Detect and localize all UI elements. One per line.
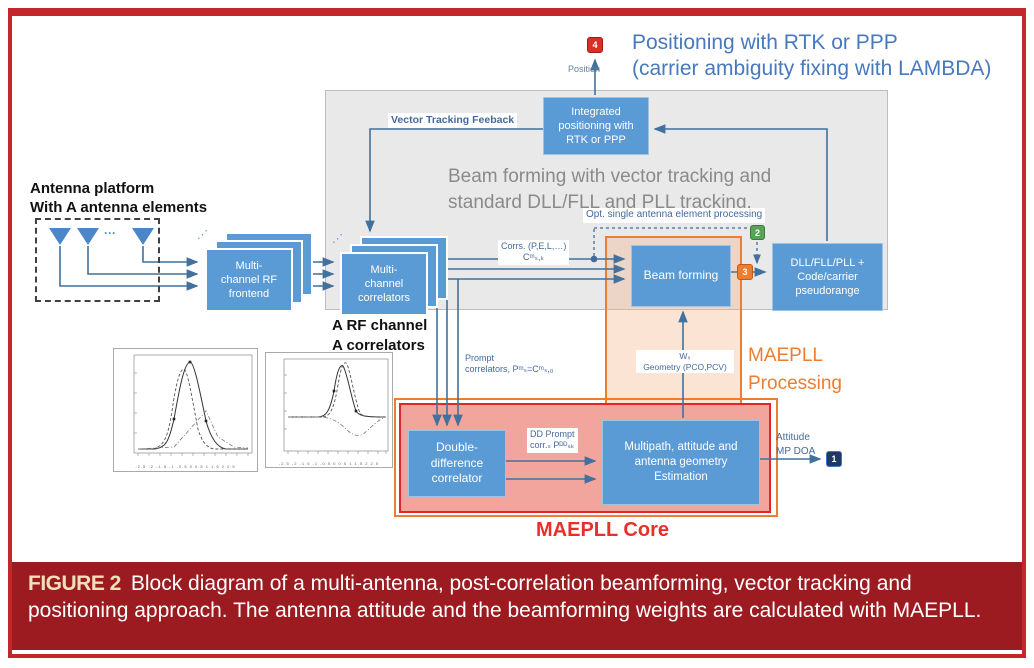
prompt-correlators-label: Prompt correlators, Pᵐₛ=Cᵐₛ,₀ bbox=[462, 352, 557, 377]
plot-left-x-ticks: -2.5 -2 -1.5 -1 -0.5 0 0.5 1 1.5 2 2.5 bbox=[135, 464, 236, 469]
integrated-positioning-block: Integrated positioning with RTK or PPP bbox=[543, 97, 649, 155]
maepll-core-label: MAEPLL Core bbox=[536, 519, 669, 541]
dd-prompt-label: DD Prompt corr.ₛ Pᴰᴰₛₖ bbox=[527, 428, 578, 453]
antenna-ellipsis: ··· bbox=[104, 226, 116, 240]
figure-title: Positioning with RTK or PPP (carrier amb… bbox=[632, 31, 992, 81]
junction-dot bbox=[590, 255, 598, 263]
figure-top-bar bbox=[8, 8, 1026, 16]
rf-frontend-stack-dots: ⋰ bbox=[197, 229, 208, 241]
maepll-processing-outline bbox=[394, 398, 778, 517]
badge-1: 1 bbox=[826, 451, 842, 467]
correlation-plot-right: -2.5 -2 -1.5 -1 -0.5 0 0.5 1 1.5 2 2.5 bbox=[265, 352, 393, 468]
antenna-platform-label: Antenna platform With A antenna elements bbox=[30, 180, 208, 216]
attitude-mp-doa-label: Attitude MP DOA bbox=[776, 432, 816, 457]
rf-frontend-block: Multi- channel RF frontend bbox=[205, 248, 293, 312]
multipath-estimation-block: Multipath, attitude and antenna geometry… bbox=[602, 420, 760, 505]
dll-fll-pll-block: DLL/FLL/PLL + Code/carrier pseudorange bbox=[772, 243, 883, 311]
correlation-plot-right-canvas bbox=[283, 358, 389, 454]
corrs-label: Corrs. (P,E,L,…) Cᵐₛ,ₖ bbox=[498, 240, 570, 265]
badge-2: 2 bbox=[750, 225, 765, 240]
maepll-processing-label: MAEPLL Processing bbox=[748, 345, 842, 394]
correlators-stack-dots: ⋰ bbox=[332, 233, 343, 245]
correlators-block: Multi- channel correlators bbox=[340, 252, 428, 316]
caption-tag: FIGURE 2 bbox=[28, 572, 121, 595]
line-antenna3 bbox=[142, 246, 199, 267]
antenna-platform-box bbox=[35, 218, 160, 302]
antenna-icon-3 bbox=[132, 228, 154, 245]
correlation-plot-left: -2.5 -2 -1.5 -1 -0.5 0 0.5 1 1.5 2 2.5 bbox=[113, 348, 258, 472]
double-difference-block: Double- difference correlator bbox=[408, 430, 506, 497]
badge-3: 3 bbox=[737, 264, 753, 280]
line-dll-to-integrated bbox=[653, 124, 828, 241]
caption-body: Block diagram of a multi-antenna, post-c… bbox=[28, 572, 982, 622]
antenna-icon-1 bbox=[49, 228, 71, 245]
antenna-icon-2 bbox=[77, 228, 99, 245]
vector-tracking-label: Vector Tracking Feeback bbox=[388, 113, 518, 129]
correlation-plot-left-canvas bbox=[133, 354, 253, 456]
line-antenna2 bbox=[87, 246, 199, 279]
line-vector-tracking-feedback bbox=[365, 128, 543, 233]
opt-single-antenna-label: Opt. single antenna element processing bbox=[583, 208, 766, 223]
rf-channel-label: A RF channel A correlators bbox=[332, 317, 428, 354]
line-antenna1 bbox=[59, 246, 199, 291]
gray-box-label: Beam forming with vector tracking and st… bbox=[448, 166, 772, 213]
beam-forming-block: Beam forming bbox=[631, 245, 731, 307]
position-label: Position bbox=[568, 64, 601, 74]
plot-right-x-ticks: -2.5 -2 -1.5 -1 -0.5 0 0.5 1 1.5 2 2.5 bbox=[278, 461, 380, 466]
weights-geometry-label: Wₛ Geometry (PCO,PCV) bbox=[636, 350, 734, 374]
badge-4: 4 bbox=[587, 37, 603, 53]
